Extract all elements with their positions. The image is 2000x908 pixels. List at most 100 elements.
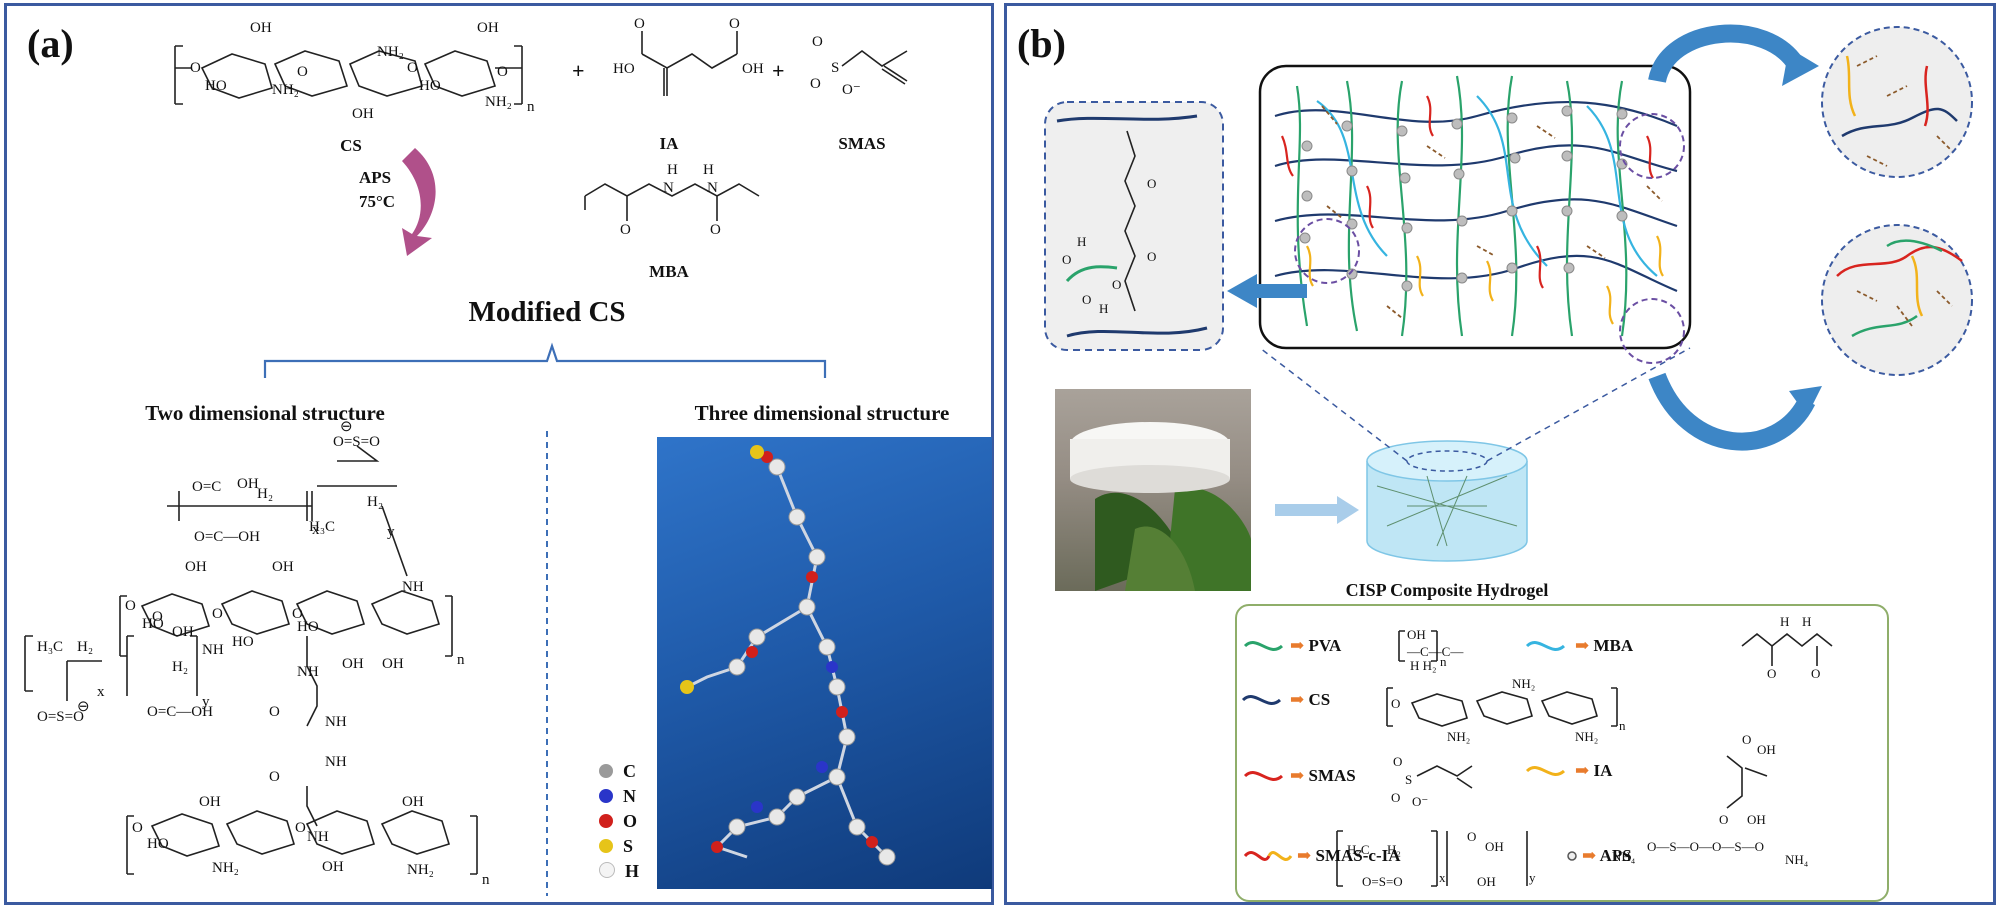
legend-smas: ➡ SMAS bbox=[1290, 766, 1356, 785]
svg-text:H: H bbox=[703, 162, 714, 178]
svg-text:O: O bbox=[1082, 292, 1091, 307]
svg-text:H H₂: H H₂ bbox=[1410, 658, 1437, 673]
svg-text:OH: OH bbox=[402, 794, 424, 810]
svg-text:O: O bbox=[152, 609, 163, 625]
svg-text:n: n bbox=[1619, 718, 1626, 733]
svg-text:OH: OH bbox=[342, 656, 364, 672]
svg-text:O: O bbox=[1112, 277, 1121, 292]
zoom-circle-bottom bbox=[1821, 224, 1973, 376]
svg-text:S: S bbox=[1405, 772, 1412, 787]
svg-text:OH: OH bbox=[250, 20, 272, 36]
svg-text:O: O bbox=[1742, 732, 1751, 747]
aps-label: APS bbox=[359, 168, 392, 187]
svg-text:y: y bbox=[202, 694, 210, 710]
svg-text:HO: HO bbox=[297, 619, 319, 635]
svg-text:O: O bbox=[269, 769, 280, 785]
right-arrow-icon bbox=[1275, 496, 1359, 524]
svg-text:n: n bbox=[527, 99, 535, 115]
svg-text:NH: NH bbox=[297, 664, 319, 680]
network-box bbox=[1258, 64, 1692, 350]
svg-text:O=C—OH: O=C—OH bbox=[147, 704, 213, 720]
hydrogen-bond-zoom-box bbox=[1044, 101, 1224, 351]
svg-text:HO: HO bbox=[232, 634, 254, 650]
svg-text:OH: OH bbox=[199, 794, 221, 810]
ia-label: IA bbox=[659, 134, 679, 153]
svg-text:OH: OH bbox=[322, 859, 344, 875]
svg-text:NH: NH bbox=[202, 642, 224, 658]
svg-text:OH: OH bbox=[1757, 742, 1776, 757]
svg-text:OH: OH bbox=[1747, 812, 1766, 827]
svg-text:H₂: H₂ bbox=[172, 659, 188, 675]
svg-text:⊖: ⊖ bbox=[340, 419, 353, 435]
highlight-circle-left bbox=[1294, 218, 1360, 284]
svg-text:y: y bbox=[1529, 870, 1536, 885]
svg-text:OH: OH bbox=[1477, 874, 1496, 889]
ball-and-stick-model bbox=[680, 445, 896, 866]
svg-text:NH₂: NH₂ bbox=[212, 860, 239, 876]
svg-text:O: O bbox=[620, 222, 631, 238]
aps-dot bbox=[1567, 851, 1577, 861]
legend-glyphs bbox=[1241, 641, 1566, 861]
svg-text:OH: OH bbox=[237, 476, 259, 492]
svg-text:O: O bbox=[132, 820, 143, 836]
panel-a-tag: (a) bbox=[27, 21, 74, 66]
legend-pva: ➡ PVA bbox=[1290, 636, 1342, 655]
svg-text:O: O bbox=[729, 16, 740, 32]
svg-text:H₃C: H₃C bbox=[37, 639, 63, 655]
svg-text:OH: OH bbox=[172, 624, 194, 640]
modified-cs-title: Modified CS bbox=[468, 296, 626, 328]
mba-label: MBA bbox=[649, 262, 689, 281]
legend-aps: ➡ APS bbox=[1582, 846, 1632, 865]
bracket bbox=[263, 342, 827, 378]
svg-text:n: n bbox=[482, 872, 490, 888]
ia-structure: HO O O OH bbox=[613, 16, 764, 96]
atom-key-h: H bbox=[599, 861, 639, 882]
svg-text:n: n bbox=[1440, 654, 1447, 669]
svg-text:NH₂: NH₂ bbox=[1512, 676, 1535, 691]
left-arrow-icon bbox=[1227, 274, 1307, 308]
svg-text:NH: NH bbox=[307, 829, 329, 845]
svg-text:H₂: H₂ bbox=[77, 639, 93, 655]
svg-text:O: O bbox=[407, 60, 418, 76]
svg-text:OH: OH bbox=[382, 656, 404, 672]
svg-text:NH₂: NH₂ bbox=[1575, 729, 1598, 744]
highlight-circle-top bbox=[1619, 113, 1685, 179]
hydrogel-label: CISP Composite Hydrogel bbox=[1345, 580, 1549, 600]
legend-ia: ➡ IA bbox=[1575, 761, 1613, 780]
panel-b-tag: (b) bbox=[1017, 21, 1066, 66]
svg-text:O=S=O: O=S=O bbox=[37, 709, 84, 725]
svg-text:NH: NH bbox=[325, 754, 347, 770]
highlight-circle-bottom bbox=[1619, 298, 1685, 364]
panel-b-diagram: OO HO OHO bbox=[1044, 24, 1973, 889]
svg-text:H: H bbox=[1099, 301, 1108, 316]
svg-text:O: O bbox=[297, 64, 308, 80]
svg-text:OH: OH bbox=[1407, 627, 1426, 642]
hydrogel-cylinder bbox=[1366, 440, 1528, 562]
two-d-title: Two dimensional structure bbox=[145, 401, 385, 425]
svg-text:O: O bbox=[1391, 790, 1400, 805]
svg-text:O: O bbox=[125, 598, 136, 614]
svg-text:O—S—O—O—S—O: O—S—O—O—S—O bbox=[1647, 839, 1764, 854]
svg-text:O: O bbox=[212, 606, 223, 622]
svg-text:x: x bbox=[97, 684, 105, 700]
svg-text:N: N bbox=[663, 180, 674, 196]
svg-text:n: n bbox=[457, 652, 465, 668]
svg-text:x: x bbox=[1439, 870, 1446, 885]
svg-text:O: O bbox=[1811, 666, 1820, 681]
svg-text:NH₄: NH₄ bbox=[1785, 852, 1809, 867]
cs-label: CS bbox=[340, 136, 362, 155]
svg-text:O=C—OH: O=C—OH bbox=[194, 529, 260, 545]
svg-text:O: O bbox=[810, 76, 821, 92]
svg-text:OH: OH bbox=[742, 61, 764, 77]
svg-text:H: H bbox=[1780, 614, 1789, 629]
legend-box bbox=[1235, 604, 1890, 902]
svg-text:O⁻: O⁻ bbox=[1412, 794, 1428, 809]
svg-text:O: O bbox=[1062, 252, 1071, 267]
svg-text:O: O bbox=[710, 222, 721, 238]
svg-text:x: x bbox=[312, 522, 320, 538]
svg-text:O: O bbox=[292, 606, 303, 622]
svg-text:O: O bbox=[1719, 812, 1728, 827]
panel-a-structures: O HO OH NH₂ O NH₂ OH O HO OH NH₂ O n HO … bbox=[24, 16, 908, 896]
